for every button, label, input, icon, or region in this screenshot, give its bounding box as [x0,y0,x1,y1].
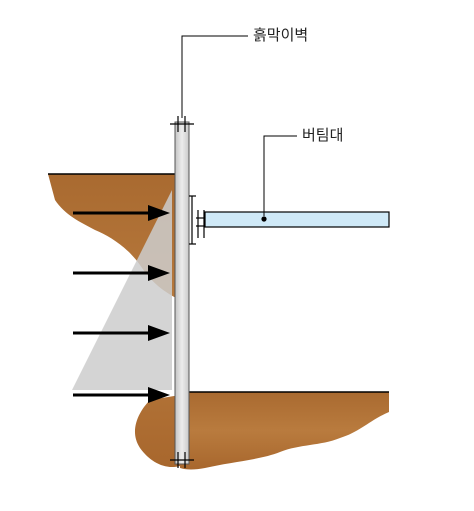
pressure-arrow-icon [73,387,170,403]
strut-label: 버팀대 [302,126,344,144]
earth-pressure-distribution [72,190,172,390]
strut [204,211,390,228]
wall-bottom-tick-icon [170,452,194,468]
earth-pressure-arrows [73,205,170,403]
excavation-floor-soil [180,392,389,470]
retaining-wall [174,121,190,465]
pressure-arrow-icon [73,265,170,281]
pressure-arrow-icon [73,325,170,341]
retaining-wall-label: 흙막이벽 [253,26,309,44]
pressure-arrow-icon [73,205,170,221]
wall-label-leader [181,35,248,118]
strut-label-leader [263,135,297,216]
strut-label-anchor-dot [261,216,267,222]
wall-top-tick-icon [170,116,194,132]
